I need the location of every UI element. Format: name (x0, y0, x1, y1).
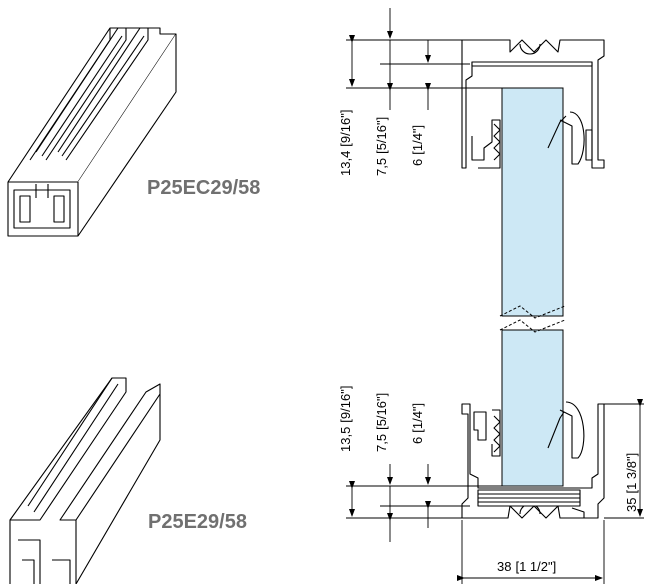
top-section-profile (461, 39, 605, 169)
svg-text:6[1/4"]: 6[1/4"] (410, 403, 425, 444)
bottom-dim1-value: 13,5 (338, 427, 353, 452)
bottom-dim3-imperial: 1/4" (410, 406, 425, 429)
top-dim3-value: 6 (410, 159, 425, 166)
width-dim-value: 38 (497, 559, 511, 574)
svg-text:13,4[9/16"]: 13,4[9/16"] (338, 110, 353, 176)
height-dim-value: 35 (624, 498, 639, 512)
glass-panel (499, 87, 566, 487)
top-profile-isometric (7, 27, 177, 237)
svg-text:7,5[5/16"]: 7,5[5/16"] (374, 117, 389, 176)
bottom-profile-isometric (9, 377, 161, 584)
top-dim2-value: 7,5 (374, 158, 389, 176)
top-dim1-imperial: 9/16" (338, 113, 353, 143)
svg-text:35[1 3/8"]: 35[1 3/8"] (624, 453, 639, 512)
top-dimensions (346, 8, 502, 110)
top-dim2-imperial: 5/16" (374, 120, 389, 150)
svg-text:7,5[5/16"]: 7,5[5/16"] (374, 393, 389, 452)
svg-text:13,5[9/16"]: 13,5[9/16"] (338, 386, 353, 452)
top-dim1-value: 13,4 (338, 151, 353, 176)
bottom-section-profile (461, 401, 605, 519)
height-dim-imperial: 1 3/8" (624, 456, 639, 490)
bottom-dim2-value: 7,5 (374, 434, 389, 452)
top-product-label: P25EC29/58 (147, 177, 260, 199)
bottom-product-label: P25E29/58 (148, 511, 247, 533)
bottom-dimensions (346, 399, 644, 584)
width-dim-imperial: 1 1/2" (519, 559, 553, 574)
svg-text:6[1/4"]: 6[1/4"] (410, 125, 425, 166)
svg-text:38[1 1/2"]: 38[1 1/2"] (497, 559, 556, 574)
bottom-dim1-imperial: 9/16" (338, 389, 353, 419)
bottom-dim2-imperial: 5/16" (374, 396, 389, 426)
top-dim3-imperial: 1/4" (410, 128, 425, 151)
bottom-dim3-value: 6 (410, 437, 425, 444)
